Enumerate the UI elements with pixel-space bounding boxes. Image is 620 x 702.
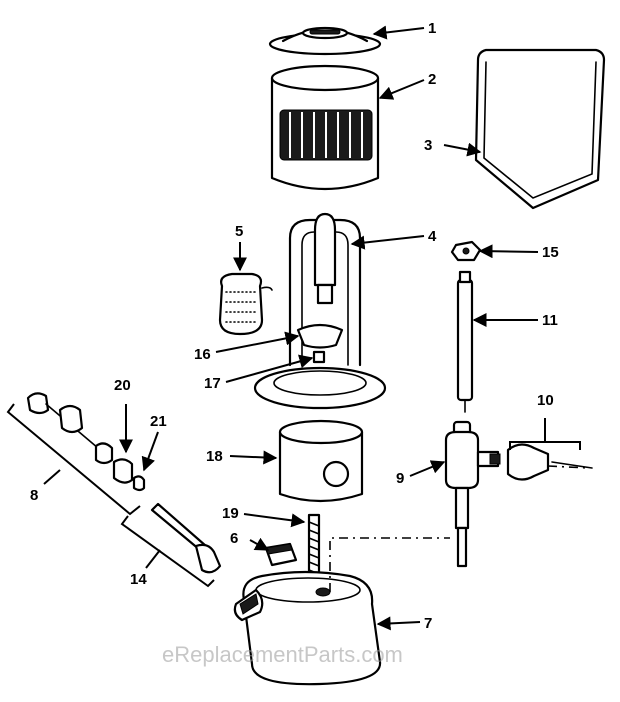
callout-17: 17 xyxy=(204,375,221,392)
callout-21: 21 xyxy=(150,413,167,430)
callout-4: 4 xyxy=(428,228,437,245)
callout-labels: 1 2 3 4 5 6 7 8 9 10 11 14 15 16 17 18 1… xyxy=(30,20,559,632)
leader-lines xyxy=(6,25,589,631)
callout-10: 10 xyxy=(537,392,554,409)
callout-9: 9 xyxy=(396,470,404,487)
callout-6: 6 xyxy=(230,530,238,547)
part-generator-tube xyxy=(456,270,474,413)
part-control-key xyxy=(506,443,593,481)
part-pump-assembly xyxy=(26,392,222,574)
part-mantle xyxy=(218,272,273,336)
callout-18: 18 xyxy=(206,448,223,465)
watermark: eReplacementParts.com xyxy=(162,642,403,667)
callout-5: 5 xyxy=(235,223,243,240)
part-bail-handle xyxy=(474,48,606,210)
part-ventilator-cap xyxy=(268,26,382,56)
part-collar xyxy=(278,419,364,503)
callout-14: 14 xyxy=(130,571,147,588)
callout-16: 16 xyxy=(194,346,211,363)
part-valve xyxy=(444,420,501,568)
callout-8: 8 xyxy=(30,487,38,504)
callout-2: 2 xyxy=(428,71,436,88)
callout-19: 19 xyxy=(222,505,239,522)
part-frame xyxy=(253,212,387,410)
part-burner-bowl xyxy=(296,323,344,349)
callout-20: 20 xyxy=(114,377,131,394)
globe-slots xyxy=(279,109,373,161)
callout-15: 15 xyxy=(542,244,559,261)
part-globe xyxy=(270,64,380,191)
callout-1: 1 xyxy=(428,20,436,37)
callout-11: 11 xyxy=(542,312,558,329)
part-fitting xyxy=(312,350,326,364)
callout-3: 3 xyxy=(424,137,432,154)
part-nut xyxy=(450,240,482,262)
part-filler-cap xyxy=(264,542,298,567)
callout-7: 7 xyxy=(424,615,432,632)
part-fount xyxy=(233,570,382,686)
